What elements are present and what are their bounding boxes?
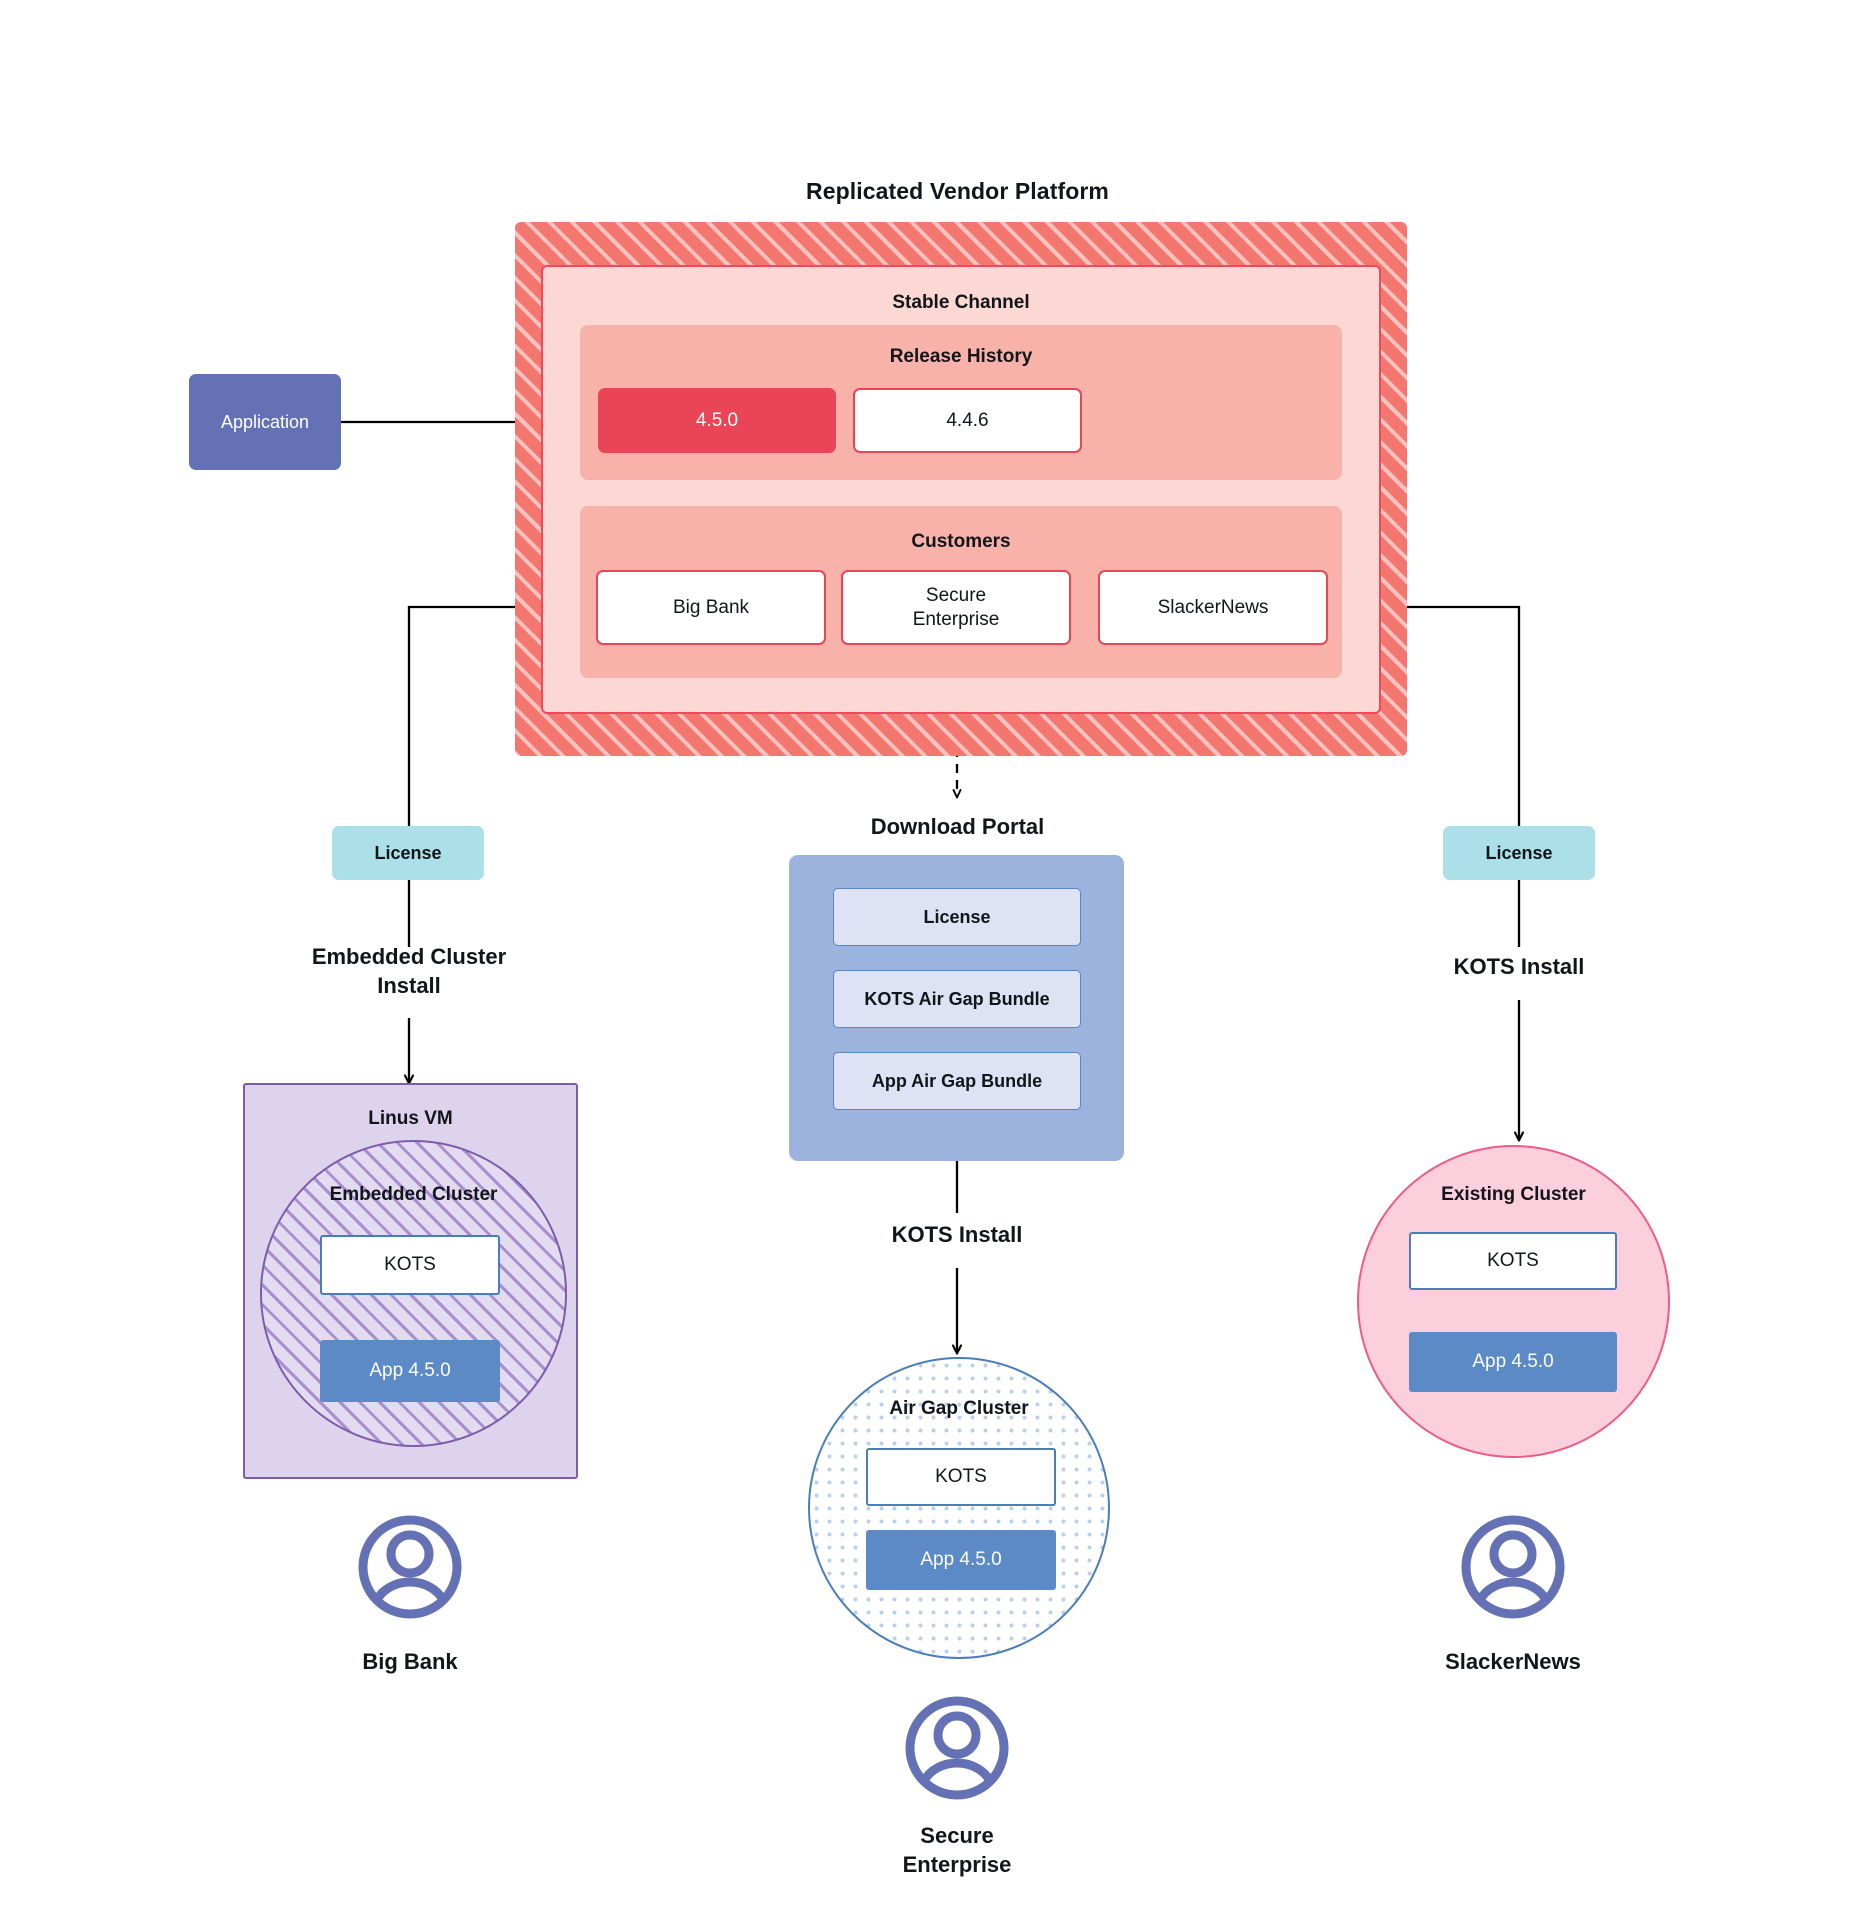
right-app-box[interactable]: App 4.5.0 [1409,1332,1617,1392]
right-install-label: KOTS Install [1453,954,1585,979]
existing-cluster-circle [1357,1145,1670,1458]
center-app-box[interactable]: App 4.5.0 [866,1530,1056,1590]
existing-cluster-label: Existing Cluster [1441,1184,1586,1205]
application-box[interactable]: Application [189,374,341,470]
release-history-title: Release History [889,346,1033,367]
avatar [358,1515,462,1619]
right-license-chip[interactable]: License [1443,826,1595,880]
customer-card-slackernews[interactable]: SlackerNews [1098,570,1328,645]
left-app-box[interactable]: App 4.5.0 [320,1340,500,1402]
download-portal-title: Download Portal [870,814,1045,839]
customers-title: Customers [911,531,1011,552]
left-install-label: Embedded Cluster Install [311,943,507,998]
release-chip-current[interactable]: 4.5.0 [598,388,836,453]
left-kots-box[interactable]: KOTS [320,1235,500,1295]
stable-channel-title: Stable Channel [892,292,1030,313]
left-license-chip[interactable]: License [332,826,484,880]
linux-vm-label: Linus VM [368,1108,453,1129]
customer-card-secure-enterprise[interactable]: Secure Enterprise [841,570,1071,645]
release-chip-previous[interactable]: 4.4.6 [853,388,1082,453]
center-customer-label: Secure Enterprise [902,1823,1012,1877]
right-customer-label: SlackerNews [1445,1648,1581,1674]
embedded-cluster-label: Embedded Cluster [329,1184,498,1205]
portal-item-kots-airgap-bundle[interactable]: KOTS Air Gap Bundle [833,970,1081,1028]
right-kots-box[interactable]: KOTS [1409,1232,1617,1290]
customer-card-big-bank[interactable]: Big Bank [596,570,826,645]
avatar [1461,1515,1565,1619]
air-gap-cluster-label: Air Gap Cluster [889,1398,1029,1419]
portal-item-license[interactable]: License [833,888,1081,946]
portal-item-app-airgap-bundle[interactable]: App Air Gap Bundle [833,1052,1081,1110]
center-kots-box[interactable]: KOTS [866,1448,1056,1506]
page-title: Replicated Vendor Platform [806,177,1109,204]
left-customer-label: Big Bank [362,1648,458,1674]
avatar [905,1696,1009,1800]
center-install-label: KOTS Install [891,1222,1023,1247]
air-gap-cluster-circle [808,1357,1110,1659]
